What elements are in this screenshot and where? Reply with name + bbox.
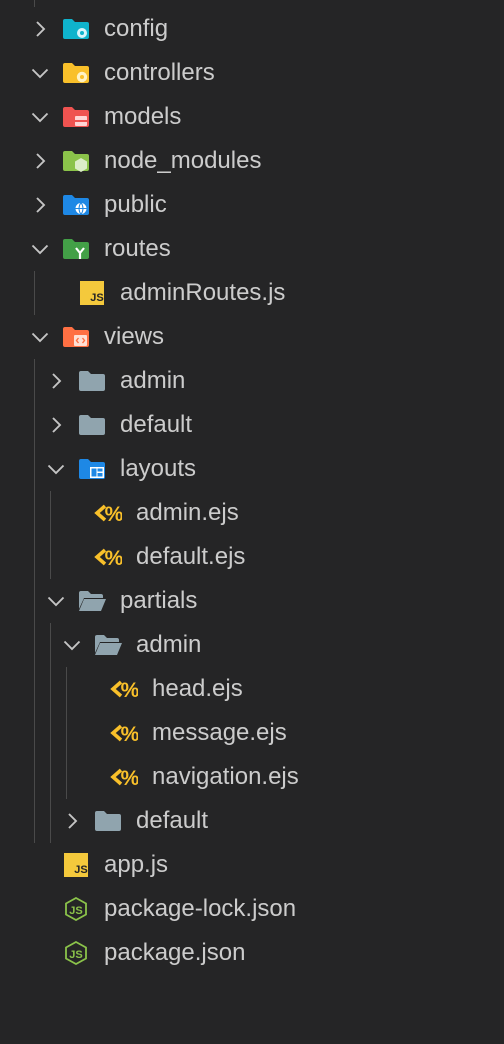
chevron-right-icon[interactable]: [62, 811, 82, 831]
chevron-down-icon[interactable]: [30, 107, 50, 127]
tree-item-label: node_modules: [104, 147, 262, 174]
tree-item-label: admin.ejs: [136, 499, 239, 526]
indent-guide: [66, 667, 67, 799]
chevron-right-icon[interactable]: [30, 151, 50, 171]
tree-item-label: message.ejs: [152, 719, 287, 746]
folder-row-partials-default[interactable]: default: [0, 799, 504, 843]
folder-open-icon: [78, 589, 106, 613]
tree-item-label: models: [104, 103, 182, 130]
tree-item-label: default: [136, 807, 209, 834]
tree-item-label: head.ejs: [152, 675, 243, 702]
folder-row-partials[interactable]: partials: [0, 579, 504, 623]
folder-icon: [78, 369, 106, 393]
svg-text:%: %: [105, 503, 122, 525]
tree-item-label: layouts: [120, 455, 197, 482]
svg-text:JS: JS: [69, 905, 82, 917]
folder-row-layouts[interactable]: layouts: [0, 447, 504, 491]
ejs-file-icon: %: [110, 677, 140, 702]
chevron-down-icon[interactable]: [46, 591, 66, 611]
chevron-right-icon[interactable]: [46, 415, 66, 435]
tree-item-label: partials: [120, 587, 198, 614]
svg-text:%: %: [121, 767, 138, 789]
folder-row-controllers[interactable]: controllers: [0, 51, 504, 95]
file-row-layout-default[interactable]: % default.ejs: [0, 535, 504, 579]
file-row-app[interactable]: JS app.js: [0, 843, 504, 887]
folder-layouts-icon: [78, 457, 106, 481]
tree-item-label: admin: [136, 631, 202, 658]
svg-text:%: %: [105, 547, 122, 569]
folder-open-icon: [94, 633, 122, 657]
folder-controllers-icon: [62, 61, 90, 85]
tree-item-label: app.js: [104, 851, 169, 878]
chevron-down-icon[interactable]: [30, 327, 50, 347]
indent-guide: [34, 0, 35, 7]
svg-text:JS: JS: [74, 864, 87, 876]
nodejs-file-icon: JS: [62, 940, 90, 966]
chevron-down-icon[interactable]: [46, 459, 66, 479]
folder-public-icon: [62, 193, 90, 217]
tree-item-label: package-lock.json: [104, 895, 297, 922]
indent-guide: [50, 491, 51, 579]
svg-text:JS: JS: [90, 292, 103, 304]
folder-icon: [94, 809, 122, 833]
folder-row-models[interactable]: models: [0, 95, 504, 139]
chevron-right-icon[interactable]: [46, 371, 66, 391]
indent-guide: [34, 359, 35, 843]
nodejs-file-icon: JS: [62, 896, 90, 922]
file-row-navigation[interactable]: % navigation.ejs: [0, 755, 504, 799]
folder-row-views[interactable]: views: [0, 315, 504, 359]
tree-item-label: adminRoutes.js: [120, 279, 286, 306]
folder-row-views-admin[interactable]: admin: [0, 359, 504, 403]
ejs-file-icon: %: [94, 501, 124, 526]
svg-text:%: %: [121, 723, 138, 745]
tree-item-label: admin: [120, 367, 186, 394]
tree-item-label: default.ejs: [136, 543, 246, 570]
chevron-right-icon[interactable]: [30, 19, 50, 39]
indent-guide: [50, 623, 51, 843]
folder-row-config[interactable]: config: [0, 7, 504, 51]
tree-item-label: package.json: [104, 939, 246, 966]
indent-guide: [34, 271, 35, 315]
file-row-adminRoutes[interactable]: JS adminRoutes.js: [0, 271, 504, 315]
tree-item-label: navigation.ejs: [152, 763, 299, 790]
folder-config-icon: [62, 17, 90, 41]
folder-row-node_modules[interactable]: node_modules: [0, 139, 504, 183]
ejs-file-icon: %: [110, 721, 140, 746]
chevron-down-icon[interactable]: [62, 635, 82, 655]
folder-routes-icon: [62, 237, 90, 261]
tree-item-label: routes: [104, 235, 171, 262]
tree-item-label: default: [120, 411, 193, 438]
tree-item-label: controllers: [104, 59, 215, 86]
javascript-file-icon: JS: [62, 853, 90, 877]
file-row-head[interactable]: % head.ejs: [0, 667, 504, 711]
chevron-right-icon[interactable]: [30, 195, 50, 215]
folder-views-icon: [62, 325, 90, 349]
folder-icon: [78, 413, 106, 437]
folder-row-views-default[interactable]: default: [0, 403, 504, 447]
tree-item-label: views: [104, 323, 165, 350]
folder-models-icon: [62, 105, 90, 129]
file-row-package[interactable]: JS package.json: [0, 931, 504, 975]
svg-text:%: %: [121, 679, 138, 701]
folder-row-partials-admin[interactable]: admin: [0, 623, 504, 667]
ejs-file-icon: %: [94, 545, 124, 570]
file-row-message[interactable]: % message.ejs: [0, 711, 504, 755]
svg-text:JS: JS: [69, 949, 82, 961]
tree-item-label: config: [104, 15, 169, 42]
folder-node-icon: [62, 149, 90, 173]
folder-row-routes[interactable]: routes: [0, 227, 504, 271]
chevron-down-icon[interactable]: [30, 239, 50, 259]
folder-row-public[interactable]: public: [0, 183, 504, 227]
javascript-file-icon: JS: [78, 281, 106, 305]
tree-item-label: public: [104, 191, 167, 218]
ejs-file-icon: %: [110, 765, 140, 790]
file-row-package-lock[interactable]: JS package-lock.json: [0, 887, 504, 931]
chevron-down-icon[interactable]: [30, 63, 50, 83]
file-row-layout-admin[interactable]: % admin.ejs: [0, 491, 504, 535]
